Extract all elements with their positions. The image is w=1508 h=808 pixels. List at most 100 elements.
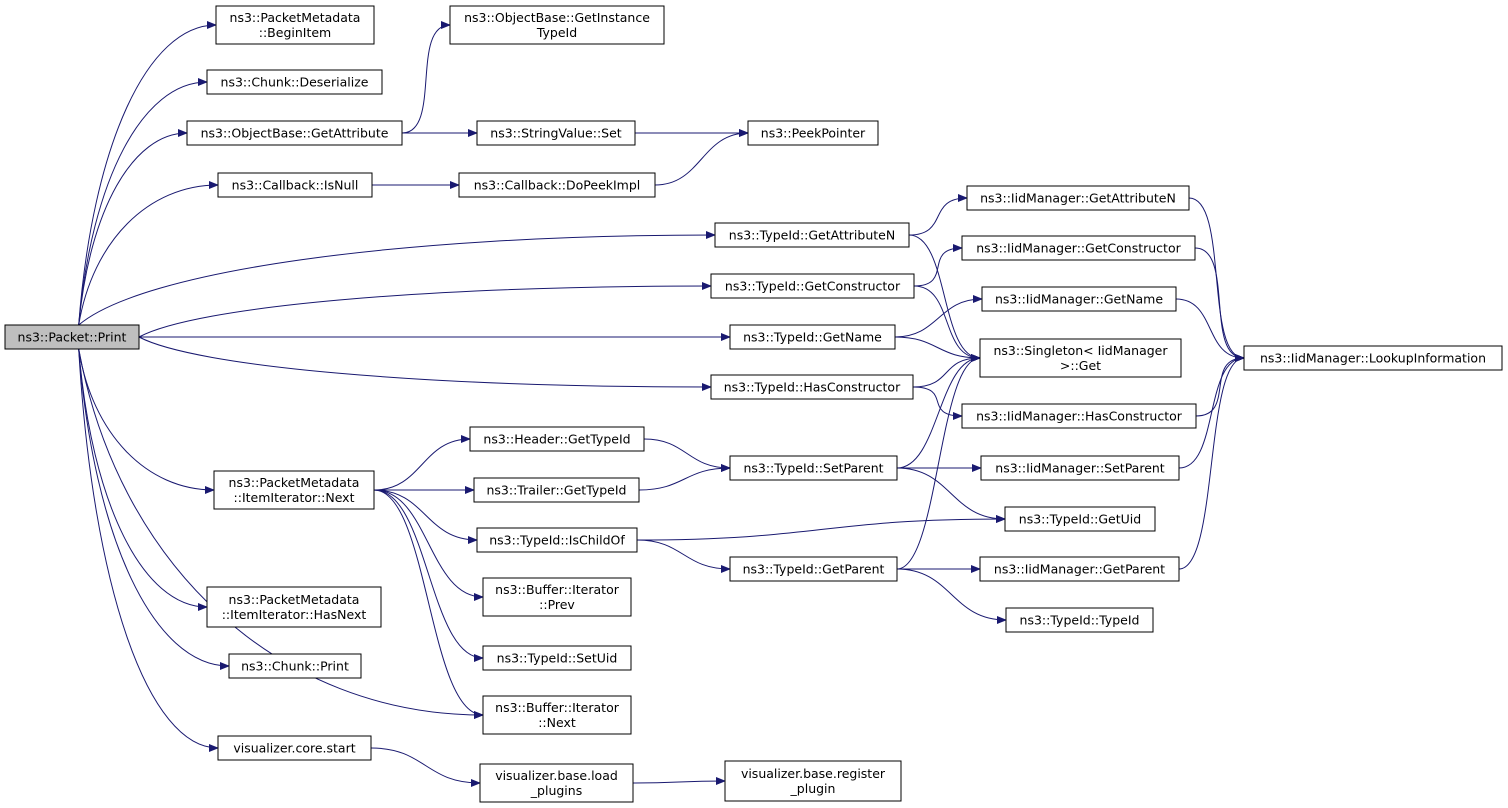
edge-header-get-typeid-to-typeid-set-parent <box>643 438 731 472</box>
node-label: visualizer.core.start <box>233 741 355 756</box>
node-do-peek-impl[interactable]: ns3::Callback::DoPeekImpl <box>458 172 656 198</box>
node-label: ns3::IidManager::HasConstructor <box>976 409 1183 424</box>
node-buffer-iter-next[interactable]: ns3::Buffer::Iterator::Next <box>482 695 632 735</box>
node-label: ::Next <box>538 715 576 730</box>
node-label: ::Prev <box>539 597 575 612</box>
edge-typeid-get-constructor-to-iid-get-constructor <box>913 244 963 287</box>
edge-vis-core-start-to-vis-load-plugins <box>370 747 481 787</box>
edge-print-to-get-attribute <box>78 129 188 326</box>
edge-typeid-get-name-to-iid-get-name <box>894 295 983 338</box>
node-box <box>449 5 665 45</box>
node-iid-get-parent[interactable]: ns3::IidManager::GetParent <box>979 556 1180 582</box>
node-typeid-typeid[interactable]: ns3::TypeId::TypeId <box>1005 607 1154 633</box>
node-box <box>714 222 910 248</box>
edge-print-to-typeid-get-attribute-n <box>78 231 716 326</box>
edge-iid-set-parent-to-iid-lookup <box>1178 354 1245 469</box>
edge-typeid-has-constructor-to-iid-has-constructor <box>912 386 963 420</box>
node-label: ns3::TypeId::GetUid <box>1019 512 1141 527</box>
edge-print-to-begin-item <box>78 21 217 326</box>
node-box <box>482 645 632 671</box>
edge-item-iter-next-to-buffer-iter-next <box>373 489 484 719</box>
node-label: ns3::IidManager::GetName <box>995 292 1163 307</box>
node-box <box>458 172 656 198</box>
node-trailer-get-typeid[interactable]: ns3::Trailer::GetTypeId <box>473 477 640 503</box>
node-label: ::ItemIterator::HasNext <box>222 607 367 622</box>
node-print[interactable]: ns3::Packet::Print <box>4 324 140 350</box>
node-typeid-has-constructor[interactable]: ns3::TypeId::HasConstructor <box>710 374 914 400</box>
edge-print-to-chunk-print <box>78 348 230 670</box>
node-label: ns3::Buffer::Iterator <box>495 582 620 597</box>
node-vis-load-plugins[interactable]: visualizer.base.load_plugins <box>479 763 634 803</box>
node-iid-get-attribute-n[interactable]: ns3::IidManager::GetAttributeN <box>966 185 1190 211</box>
node-box <box>724 760 902 802</box>
node-typeid-get-parent[interactable]: ns3::TypeId::GetParent <box>729 556 898 582</box>
node-label: ns3::PeekPointer <box>761 126 866 141</box>
node-header-get-typeid[interactable]: ns3::Header::GetTypeId <box>469 426 645 452</box>
node-box <box>1005 607 1154 633</box>
node-chunk-deserialize[interactable]: ns3::Chunk::Deserialize <box>206 69 383 95</box>
node-iid-set-parent[interactable]: ns3::IidManager::SetParent <box>980 455 1180 481</box>
node-box <box>729 455 898 481</box>
node-label: ns3::IidManager::GetParent <box>994 562 1165 577</box>
node-label: ns3::StringValue::Set <box>490 126 621 141</box>
node-box <box>215 5 375 45</box>
node-label: TypeId <box>536 25 577 40</box>
node-typeid-get-uid[interactable]: ns3::TypeId::GetUid <box>1004 506 1156 532</box>
node-item-iter-next[interactable]: ns3::PacketMetadata::ItemIterator::Next <box>213 470 375 510</box>
node-singleton-get[interactable]: ns3::Singleton< IidManager>::Get <box>979 338 1182 378</box>
node-box <box>979 556 1180 582</box>
node-chunk-print[interactable]: ns3::Chunk::Print <box>228 653 362 679</box>
node-stringvalue-set[interactable]: ns3::StringValue::Set <box>476 120 636 146</box>
edge-typeid-get-attribute-n-to-iid-get-attribute-n <box>908 194 968 236</box>
node-box <box>469 426 645 452</box>
node-typeid-set-parent[interactable]: ns3::TypeId::SetParent <box>729 455 898 481</box>
edge-print-to-chunk-deserialize <box>78 78 208 326</box>
edge-item-iter-next-to-buffer-iter-prev <box>373 489 484 601</box>
edge-typeid-is-child-of-to-typeid-get-uid <box>636 515 1006 541</box>
node-buffer-iter-prev[interactable]: ns3::Buffer::Iterator::Prev <box>482 577 632 617</box>
node-item-iter-has-next[interactable]: ns3::PacketMetadata::ItemIterator::HasNe… <box>206 586 382 628</box>
edge-typeid-get-parent-to-typeid-typeid <box>896 568 1007 624</box>
node-label: ns3::Singleton< IidManager <box>993 343 1168 358</box>
edge-iid-get-parent-to-iid-lookup <box>1178 354 1245 570</box>
node-label: ns3::Chunk::Print <box>241 659 349 674</box>
node-callback-isnull[interactable]: ns3::Callback::IsNull <box>217 172 373 198</box>
node-begin-item[interactable]: ns3::PacketMetadata::BeginItem <box>215 5 375 45</box>
node-label: ::ItemIterator::Next <box>234 490 355 505</box>
node-box <box>217 735 372 761</box>
node-box <box>710 273 915 299</box>
edge-typeid-get-attribute-n-to-singleton-get <box>908 234 981 362</box>
node-iid-get-constructor[interactable]: ns3::IidManager::GetConstructor <box>961 235 1196 261</box>
node-label: ns3::PacketMetadata <box>229 592 360 607</box>
node-peek-pointer[interactable]: ns3::PeekPointer <box>747 120 879 146</box>
node-label: ns3::IidManager::SetParent <box>995 461 1165 476</box>
edge-item-iter-next-to-typeid-set-uid <box>373 489 484 662</box>
node-box <box>476 527 638 553</box>
node-iid-has-constructor[interactable]: ns3::IidManager::HasConstructor <box>961 403 1197 429</box>
node-box <box>479 763 634 803</box>
node-box <box>213 470 375 510</box>
node-typeid-set-uid[interactable]: ns3::TypeId::SetUid <box>482 645 632 671</box>
node-typeid-get-constructor[interactable]: ns3::TypeId::GetConstructor <box>710 273 915 299</box>
node-label: ns3::TypeId::GetAttributeN <box>729 228 895 243</box>
edge-vis-load-plugins-to-vis-register-plugin <box>632 777 726 786</box>
node-label: ns3::ObjectBase::GetAttribute <box>201 126 389 141</box>
node-typeid-get-attribute-n[interactable]: ns3::TypeId::GetAttributeN <box>714 222 910 248</box>
node-iid-lookup[interactable]: ns3::IidManager::LookupInformation <box>1243 345 1503 371</box>
node-vis-core-start[interactable]: visualizer.core.start <box>217 735 372 761</box>
node-label: ns3::TypeId::GetParent <box>743 562 885 577</box>
node-label: ns3::PacketMetadata <box>229 475 360 490</box>
node-typeid-get-name[interactable]: ns3::TypeId::GetName <box>729 324 896 350</box>
node-label: ns3::TypeId::HasConstructor <box>724 380 901 395</box>
node-label: ns3::PacketMetadata <box>230 10 361 25</box>
node-label: _plugins <box>530 783 582 798</box>
node-iid-get-name[interactable]: ns3::IidManager::GetName <box>981 286 1177 312</box>
node-vis-register-plugin[interactable]: visualizer.base.register_plugin <box>724 760 902 802</box>
node-get-attribute[interactable]: ns3::ObjectBase::GetAttribute <box>186 120 403 146</box>
node-typeid-is-child-of[interactable]: ns3::TypeId::IsChildOf <box>476 527 638 553</box>
node-label: ns3::Callback::DoPeekImpl <box>474 178 641 193</box>
node-label: ns3::Trailer::GetTypeId <box>487 483 627 498</box>
node-label: visualizer.base.load <box>495 768 618 783</box>
